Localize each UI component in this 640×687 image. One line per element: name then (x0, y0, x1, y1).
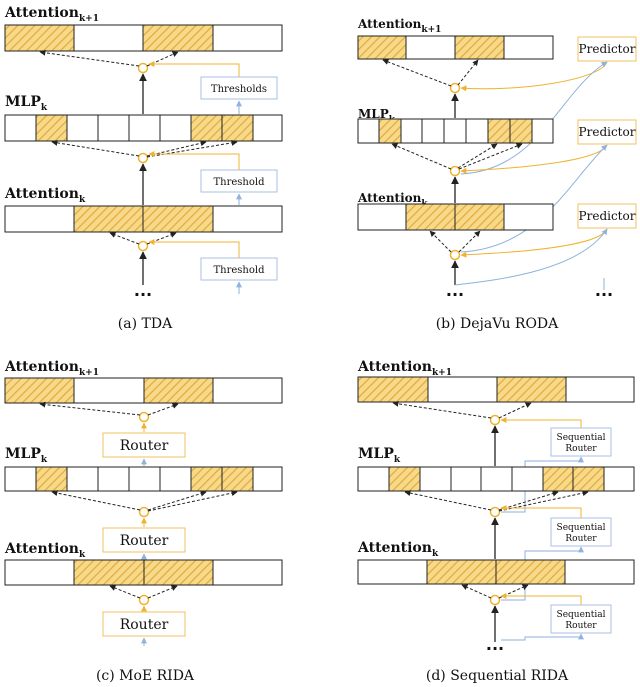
ellipsis: ··· (134, 285, 152, 304)
router-box (102, 527, 186, 553)
ellipsis: ··· (595, 285, 613, 304)
caption-c: (c) MoE RIDA (96, 668, 195, 684)
gate-node (138, 411, 150, 423)
predictor-text: Predictor (579, 209, 636, 223)
sequential-router-box (550, 517, 612, 547)
gate-node (489, 506, 501, 518)
ellipsis: ··· (486, 639, 504, 658)
attention-k1-label: Attentionk+1 (357, 359, 452, 378)
sequential-router-box (550, 604, 612, 634)
attention-k1-label: Attentionk+1 (4, 359, 99, 378)
gate-node (137, 240, 149, 252)
router-box (102, 432, 186, 458)
attention-k1-layer (4, 377, 283, 404)
mlp-label: MLPk (5, 446, 48, 465)
attention-k-layer (357, 559, 635, 585)
sequential-router-text: Sequential (557, 433, 606, 443)
predictor-box (577, 36, 637, 62)
sequential-router-box (550, 427, 612, 457)
sequential-router-text: Router (565, 534, 597, 544)
attention-k-label: Attentionk (4, 541, 86, 560)
sequential-router-text: Sequential (557, 523, 606, 533)
attention-k1-layer (357, 376, 635, 403)
thresholds-text: Thresholds (211, 84, 267, 95)
mlp-layer (4, 466, 283, 492)
gate-node (449, 249, 461, 261)
gate-node (449, 82, 461, 94)
attention-k1-label: Attentionk+1 (357, 17, 441, 35)
attention-k-label: Attentionk (357, 540, 439, 559)
panel-a: Attentionk+1 Thresholds MLPk (4, 5, 283, 332)
ellipsis: ··· (446, 285, 464, 304)
gate-node (138, 506, 150, 518)
caption-b: (b) DejaVu RODA (436, 316, 559, 332)
mlp-layer (357, 118, 554, 144)
attention-k-layer (4, 559, 283, 586)
mlp-label: MLPk (358, 446, 401, 465)
router-box (102, 611, 186, 637)
gate-node (137, 62, 149, 74)
caption-a: (a) TDA (118, 316, 173, 332)
panel-d: Attentionk+1 Sequential Router MLPk (357, 359, 635, 684)
gate-node (137, 152, 149, 164)
panel-b: Attentionk+1 Predictor MLPk (357, 17, 637, 332)
gate-node (449, 165, 461, 177)
sequential-router-text: Router (565, 621, 597, 631)
caption-d: (d) Sequential RIDA (426, 668, 569, 684)
attention-k-label: Attentionk (4, 186, 86, 205)
predictor-box (577, 119, 637, 145)
attention-k1-layer (357, 35, 554, 60)
predictor-text: Predictor (579, 42, 636, 56)
mlp-label: MLPk (5, 94, 48, 113)
threshold-text: Threshold (213, 177, 265, 188)
sequential-router-text: Router (565, 444, 597, 454)
sequential-router-text: Sequential (557, 610, 606, 620)
attention-k-layer (357, 203, 554, 231)
predictor-text: Predictor (579, 125, 636, 139)
panel-c: Attentionk+1 Router MLPk (4, 359, 283, 684)
router-text: Router (120, 617, 169, 633)
gate-node (138, 594, 150, 606)
mlp-layer (4, 114, 283, 142)
attention-k1-layer (4, 24, 283, 52)
gate-node (489, 594, 501, 606)
predictor-box (577, 203, 637, 229)
attention-k-layer (4, 205, 283, 233)
router-text: Router (120, 533, 169, 549)
router-text: Router (120, 438, 169, 454)
gate-node (489, 414, 501, 426)
threshold-text: Threshold (213, 265, 265, 276)
attention-k1-label: Attentionk+1 (4, 5, 99, 24)
mlp-layer (357, 466, 635, 492)
